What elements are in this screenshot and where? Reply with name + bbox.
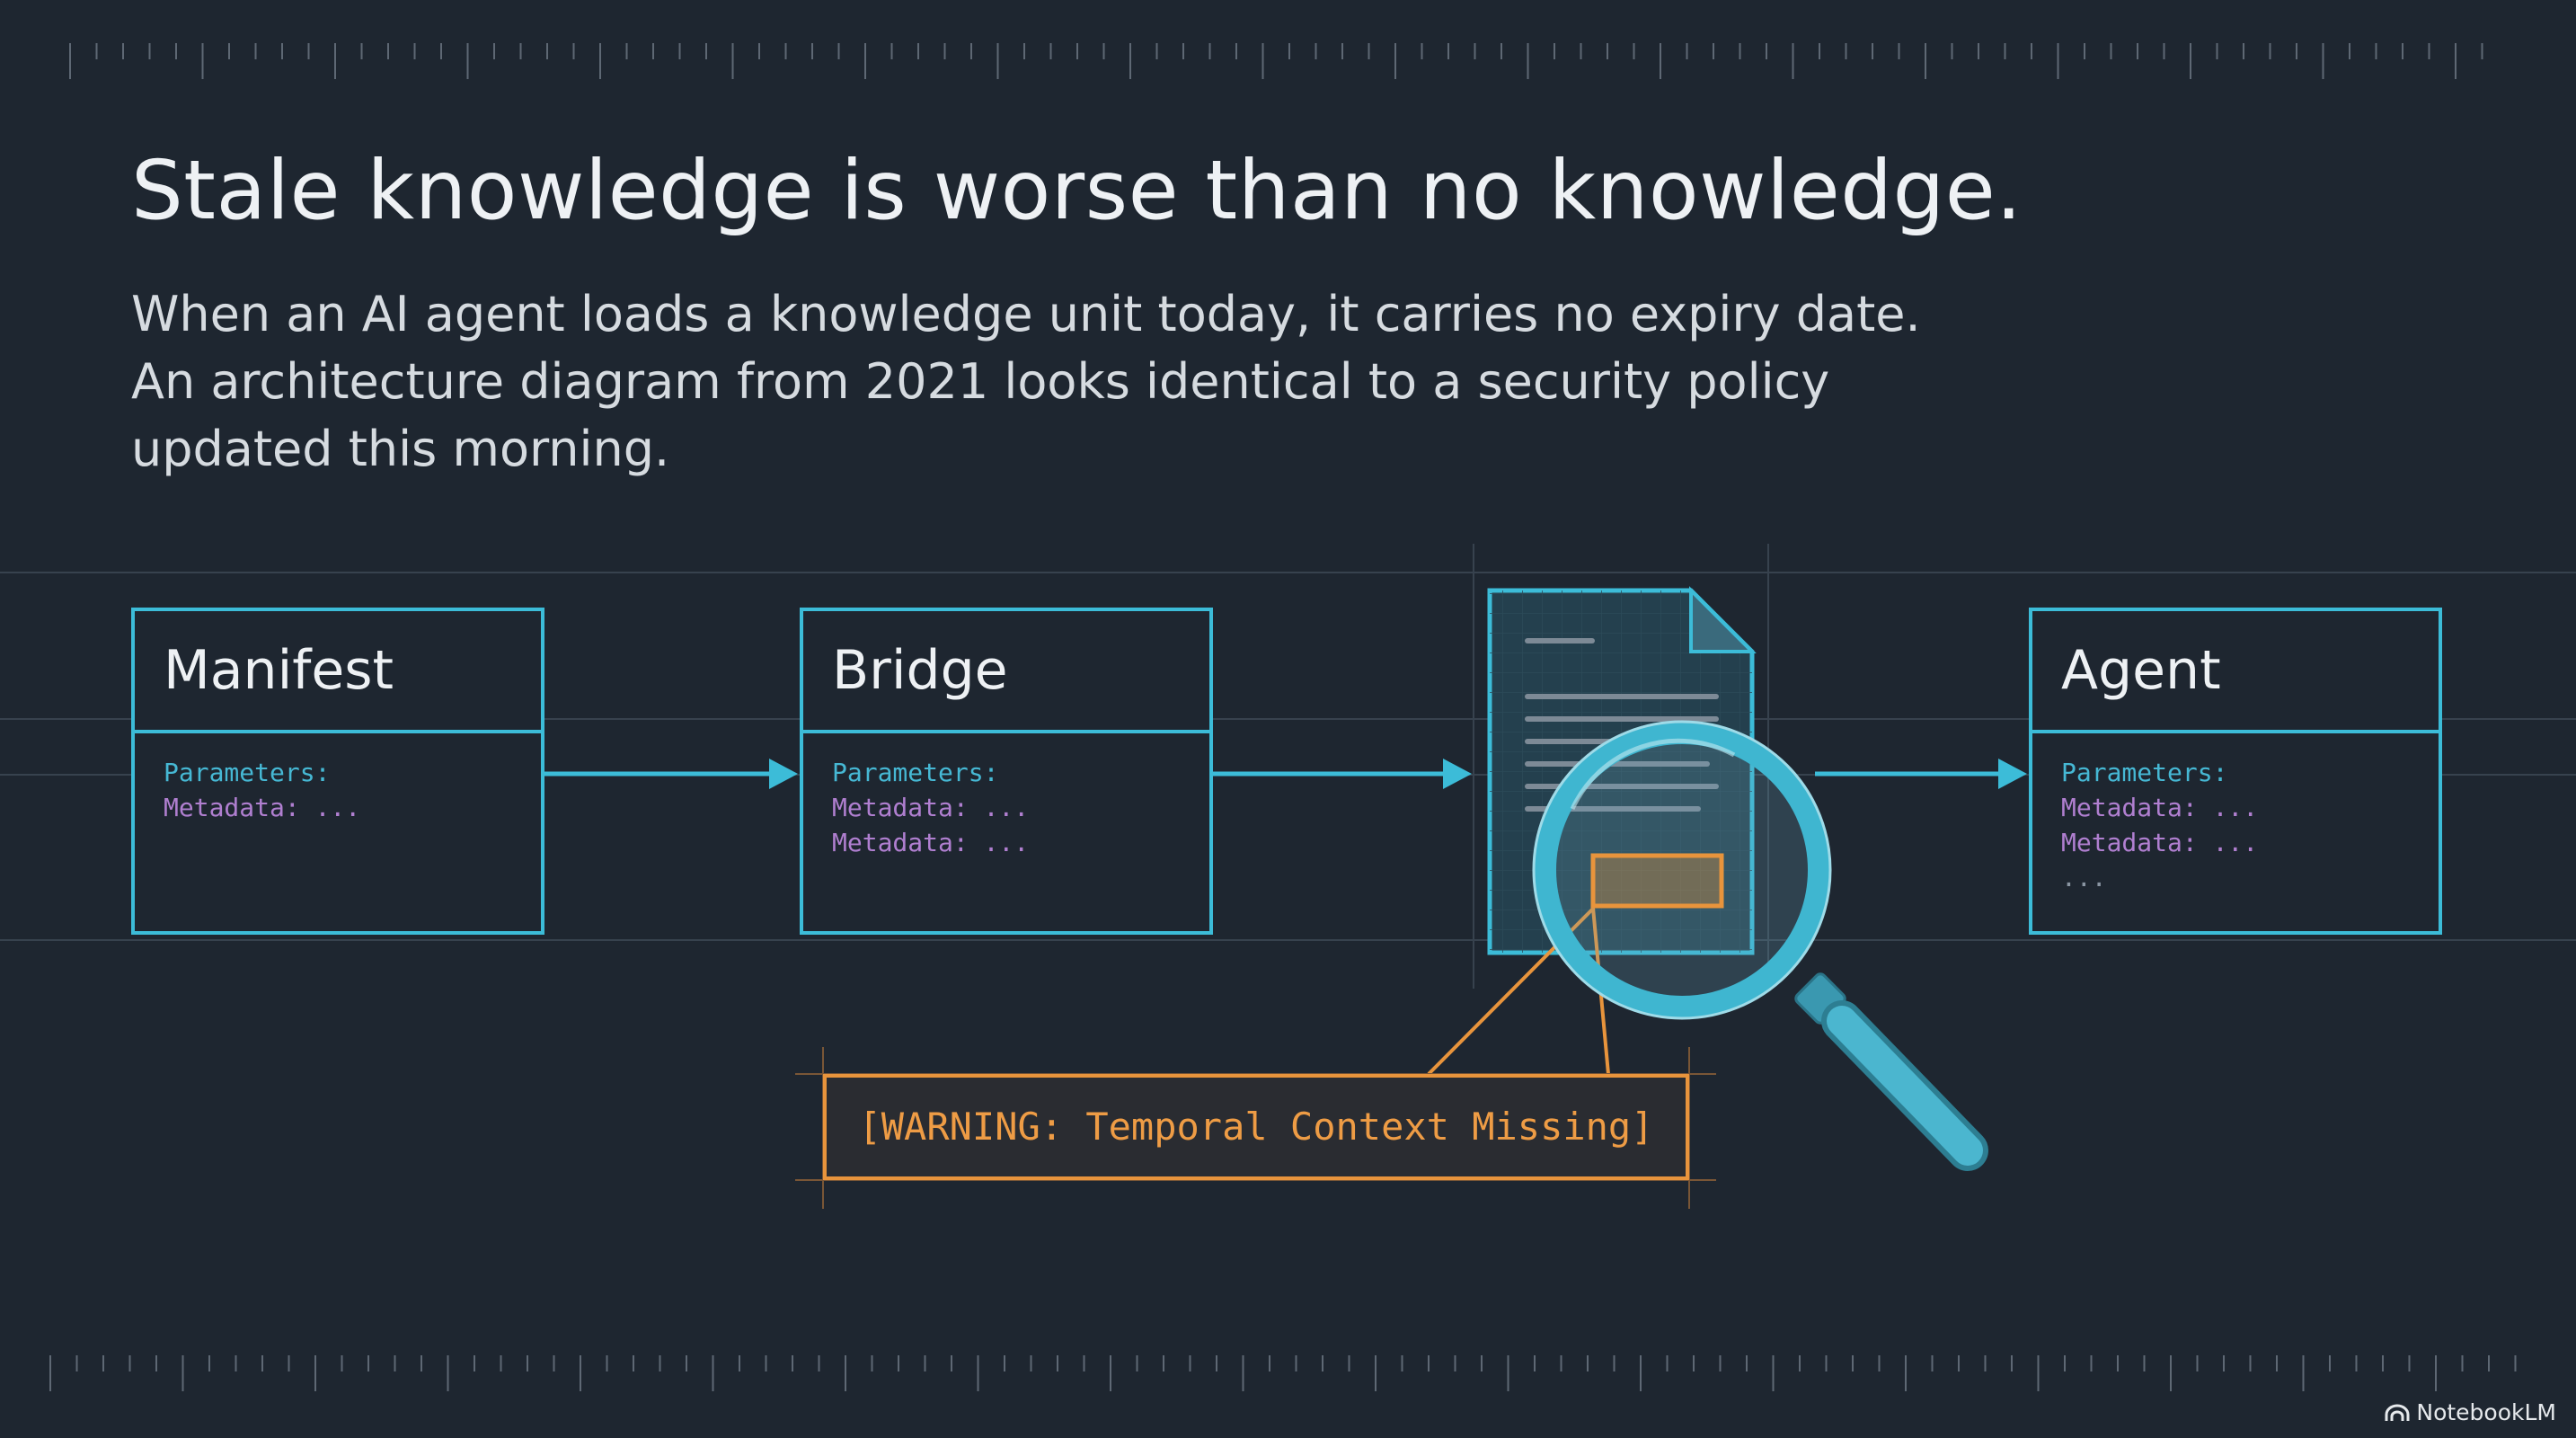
logo-text: NotebookLM xyxy=(2416,1399,2556,1425)
warning-label: [WARNING: Temporal Context Missing] xyxy=(823,1074,1689,1180)
node-fields: Parameters: Metadata: ... Metadata: ... xyxy=(803,733,1209,860)
node-title: Agent xyxy=(2032,611,2439,733)
arrow-manifest-to-bridge xyxy=(544,759,798,789)
metadata-field: Metadata: ... xyxy=(164,793,361,822)
magnifying-glass-icon xyxy=(1427,720,1988,1171)
node-manifest: Manifest Parameters: Metadata: ... xyxy=(131,608,544,935)
subtitle-line: An architecture diagram from 2021 looks … xyxy=(131,353,1830,410)
parameters-field: Parameters: xyxy=(2061,758,2228,787)
notebooklm-logo-icon xyxy=(2385,1404,2410,1421)
parameters-field: Parameters: xyxy=(164,758,331,787)
metadata-field: Metadata: ... xyxy=(832,793,1030,822)
node-bridge: Bridge Parameters: Metadata: ... Metadat… xyxy=(800,608,1213,935)
parameters-field: Parameters: xyxy=(832,758,999,787)
metadata-field: Metadata: ... xyxy=(2061,793,2259,822)
node-agent: Agent Parameters: Metadata: ... Metadata… xyxy=(2029,608,2442,935)
arrow-bridge-to-document xyxy=(1213,759,1472,789)
ellipsis-field: ... xyxy=(2061,863,2107,892)
metadata-field: Metadata: ... xyxy=(832,828,1030,857)
node-fields: Parameters: Metadata: ... Metadata: ... … xyxy=(2032,733,2439,895)
node-title: Manifest xyxy=(135,611,541,733)
arrow-document-to-agent xyxy=(1815,759,2027,789)
slide-title: Stale knowledge is worse than no knowled… xyxy=(131,144,2023,238)
subtitle-line: When an AI agent loads a knowledge unit … xyxy=(131,286,1921,342)
slide-subtitle: When an AI agent loads a knowledge unit … xyxy=(131,280,1973,483)
subtitle-line: updated this morning. xyxy=(131,421,670,477)
node-fields: Parameters: Metadata: ... xyxy=(135,733,541,825)
notebooklm-logo: NotebookLM xyxy=(2384,1399,2556,1425)
node-title: Bridge xyxy=(803,611,1209,733)
metadata-field: Metadata: ... xyxy=(2061,828,2259,857)
